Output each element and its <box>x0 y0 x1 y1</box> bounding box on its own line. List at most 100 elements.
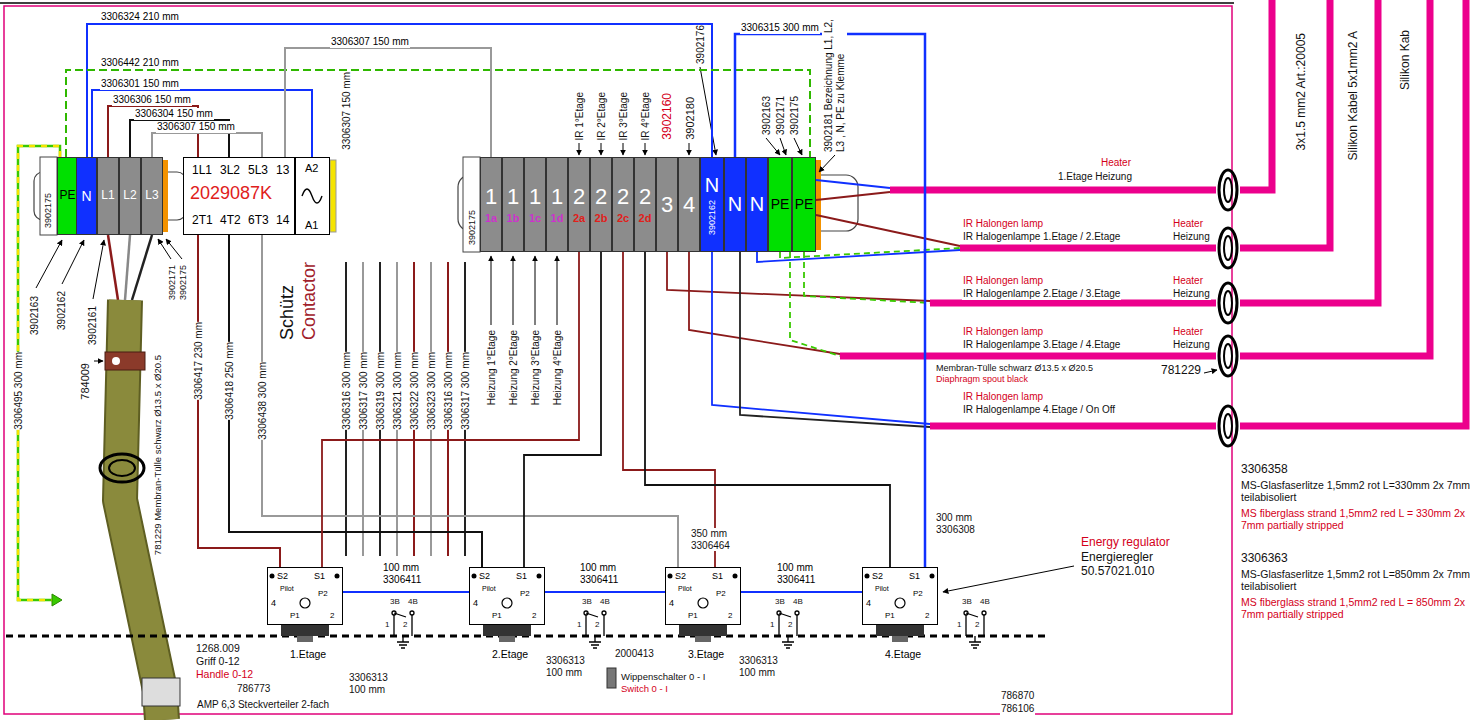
leader-line <box>794 138 802 155</box>
annotation-text: 350 mm 3306464 <box>690 528 740 551</box>
terminal-label: A2 <box>305 162 318 175</box>
annotation-text: 4B <box>407 597 419 606</box>
regulator-knob <box>483 625 531 636</box>
cable <box>840 0 1466 426</box>
terminal-label: 4 <box>271 598 276 608</box>
annotation-text: 786773 <box>236 683 271 695</box>
terminal-label: 3.Etage <box>688 648 724 660</box>
terminal-label: 2 <box>639 184 651 209</box>
annotation-text: Membran-Tülle schwarz Ø13.5 x Ø20.5 <box>935 363 1094 373</box>
terminal-label: 4 <box>473 598 478 608</box>
annotation-text: 3306316 300 mm <box>442 352 456 430</box>
terminal-label: 1c <box>529 212 541 225</box>
switch-symbol <box>779 613 797 648</box>
annotation-text: 3902162 <box>55 291 69 330</box>
regulator-contact <box>865 574 870 579</box>
annotation-text: 3306417 230 mm <box>192 322 206 400</box>
terminal-cell: 11d <box>546 157 568 252</box>
annotation-text: Heizung 1°Etage <box>485 330 499 405</box>
wire-connector <box>524 252 601 567</box>
annotation-text: 3306358 <box>1240 463 1289 477</box>
wire-connector <box>152 133 262 157</box>
terminal-label: 1a <box>485 212 497 225</box>
terminal-label: 2a <box>573 212 585 225</box>
annotation-text: IR Halogenlampe 2.Etage / 3.Etage <box>962 288 1121 300</box>
cable-gland <box>1219 170 1237 446</box>
annotation-text: 2 <box>787 620 793 629</box>
leader-line <box>645 143 646 155</box>
annotation-text: IR Halongen lamp <box>962 391 1044 403</box>
decor-wire <box>346 262 465 556</box>
annotation-text: 3306317 300 mm <box>459 352 473 430</box>
annotation-text: Handle 0-12 <box>195 668 254 680</box>
terminal-cell: PE <box>768 157 792 252</box>
wire-connector <box>262 235 678 567</box>
regulator-shaft <box>698 598 708 608</box>
annotation-text: IR 3°Etage <box>617 92 631 140</box>
cable-sleeve-wire <box>108 235 118 300</box>
terminal-cell: 22c <box>612 157 634 252</box>
annotation-text: 2 <box>402 620 408 629</box>
wire-length-label: 3306306 150 mm <box>112 94 192 106</box>
annotation-text: Heizung <box>1172 339 1211 351</box>
terminal-label: S2 <box>479 571 490 581</box>
cable-gland <box>1219 406 1237 446</box>
annotation-text: Heater <box>1172 275 1204 287</box>
cable-gland <box>1219 170 1237 210</box>
wire-connector <box>623 252 715 567</box>
annotation-text: Heizung 3°Etage <box>529 330 543 405</box>
cable <box>1240 0 1330 248</box>
cable-wire <box>816 215 960 246</box>
annotation-text: 3902160 <box>660 93 676 140</box>
terminal-label: 6T3 <box>248 214 269 228</box>
regulator-shaft <box>300 598 905 608</box>
cable <box>930 300 1216 307</box>
terminal-label: N <box>728 193 742 216</box>
terminal-cell: N <box>76 157 97 235</box>
annotation-text: 3306316 300 mm <box>340 352 354 430</box>
terminal-label: N <box>705 174 719 197</box>
cable-sleeve-wire <box>132 235 152 300</box>
terminal-cell: 11c <box>524 157 546 252</box>
wire-connector <box>198 235 280 567</box>
terminal-cell: 11b <box>502 157 524 252</box>
annotation-text: Contactor <box>298 262 321 340</box>
terminal-cell: 3 <box>656 157 678 252</box>
terminal-label: 2 <box>617 184 629 209</box>
contactor-coil: A2A1 <box>295 157 330 235</box>
leader-line <box>62 240 84 284</box>
frame <box>0 2 1234 4</box>
regulator-knob <box>679 625 727 636</box>
wire-connector <box>66 70 810 157</box>
leader-line <box>93 240 104 299</box>
terminal-label: 2d <box>639 212 652 225</box>
annotation-text: Heater <box>1172 218 1204 230</box>
wire-length-label: 100 mm 3306411 <box>579 562 631 585</box>
cable-gland <box>1224 236 1232 260</box>
annotation-text: 3902181 Bezeichnung L1, L2, L3 , N, PE z… <box>822 12 847 152</box>
terminal-label: 4T2 <box>220 214 241 228</box>
terminal-label: 2 <box>573 184 585 209</box>
switch-symbol <box>586 613 604 648</box>
annotation-text: MS fiberglass strand 1,5mm2 red L = 330m… <box>1240 507 1474 531</box>
terminal-label: Pilot <box>678 585 692 593</box>
annotation-text: IR Halongen lamp <box>962 326 1044 338</box>
leader-line <box>579 143 580 155</box>
leader-line <box>158 239 171 259</box>
cable-sleeve <box>112 357 120 365</box>
annotation-text: Wippenschalter 0 - I <box>620 672 706 683</box>
terminal-label: 1 <box>485 184 497 209</box>
annotation-text: Silikon Kab <box>1398 30 1414 90</box>
leader-line <box>36 240 62 288</box>
wire-connector <box>92 90 312 157</box>
annotation-text: Schütz <box>276 285 299 340</box>
annotation-text: Heater <box>1172 326 1204 338</box>
terminal-label: 1 <box>529 184 541 209</box>
annotation-text: 3306313 100 mm <box>348 672 398 695</box>
terminal-label: 1b <box>507 212 520 225</box>
terminal-label: 1 <box>551 184 563 209</box>
annotation-text: IR 4°Etage <box>639 92 653 140</box>
terminal-label: 4 <box>683 192 695 217</box>
wire-length-label: 100 mm 3306411 <box>382 562 434 585</box>
cable-wire <box>816 192 890 200</box>
